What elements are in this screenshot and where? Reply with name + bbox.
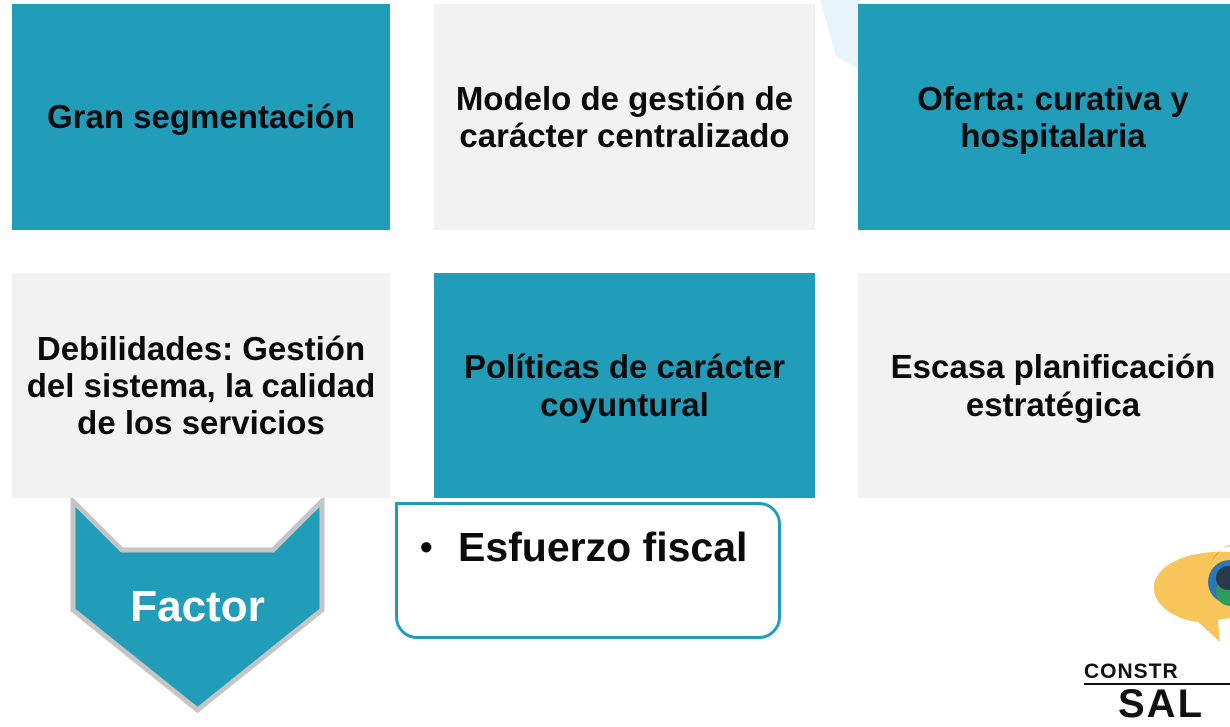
chevron-shape	[70, 498, 325, 713]
background-accent-shape	[820, 0, 860, 70]
box-label: Debilidades: Gestión del sistema, la cal…	[26, 329, 376, 442]
box-debilidades: Debilidades: Gestión del sistema, la cal…	[12, 273, 390, 498]
box-gran-segmentacion: Gran segmentación	[12, 4, 390, 230]
box-escasa-planificacion: Escasa planificación estratégica	[858, 273, 1230, 498]
logo-text-line-1: CONSTR	[1084, 660, 1179, 683]
box-label: Políticas de carácter coyuntural	[463, 348, 785, 423]
bullet-icon: •	[420, 526, 433, 567]
logo-divider	[1084, 683, 1230, 685]
factor-chevron	[70, 498, 325, 713]
logo-dark-dot	[1216, 566, 1230, 590]
factor-label: Factor	[130, 582, 265, 631]
logo-icon	[1153, 545, 1230, 642]
box-modelo-de-gestion: Modelo de gestión de carácter centraliza…	[434, 4, 815, 230]
box-label: Escasa planificación estratégica	[890, 348, 1216, 423]
callout-text: Esfuerzo fiscal	[458, 524, 748, 570]
box-politicas: Políticas de carácter coyuntural	[434, 273, 815, 498]
box-label: Oferta: curativa y hospitalaria	[917, 79, 1189, 154]
callout-bullet-row: • Esfuerzo fiscal	[420, 524, 758, 570]
box-oferta: Oferta: curativa y hospitalaria	[858, 4, 1230, 230]
logo-text-line-2: SAL	[1118, 682, 1204, 726]
fiscal-callout: • Esfuerzo fiscal	[395, 502, 781, 639]
box-label: Gran segmentación	[46, 98, 356, 136]
box-label: Modelo de gestión de carácter centraliza…	[455, 79, 794, 154]
